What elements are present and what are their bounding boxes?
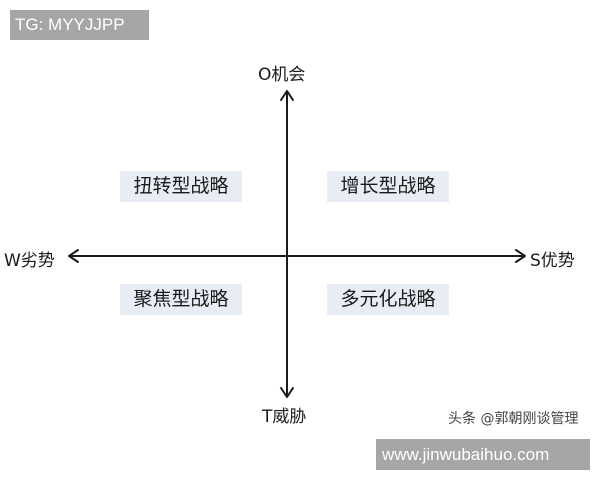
axis-label-weakness: W劣势 — [4, 251, 55, 271]
arrow-down-icon — [280, 387, 294, 398]
arrow-left-icon — [68, 249, 79, 263]
tg-watermark: TG: MYYJJPP — [10, 10, 149, 40]
author-credit: 头条 @郭朝刚谈管理 — [448, 411, 579, 427]
axis-label-threat: T威胁 — [262, 407, 307, 427]
axis-label-opportunity: O机会 — [258, 65, 306, 85]
url-watermark: www.jinwubaihuo.com — [376, 439, 590, 470]
quadrant-growth-strategy: 增长型战略 — [327, 171, 449, 202]
arrow-right-icon — [515, 249, 526, 263]
quadrant-focus-strategy: 聚焦型战略 — [120, 284, 242, 315]
quadrant-turnaround-strategy: 扭转型战略 — [120, 171, 242, 202]
axis-label-strength: S优势 — [530, 251, 575, 271]
quadrant-diversification-strategy: 多元化战略 — [327, 284, 449, 315]
arrow-up-icon — [280, 90, 294, 101]
